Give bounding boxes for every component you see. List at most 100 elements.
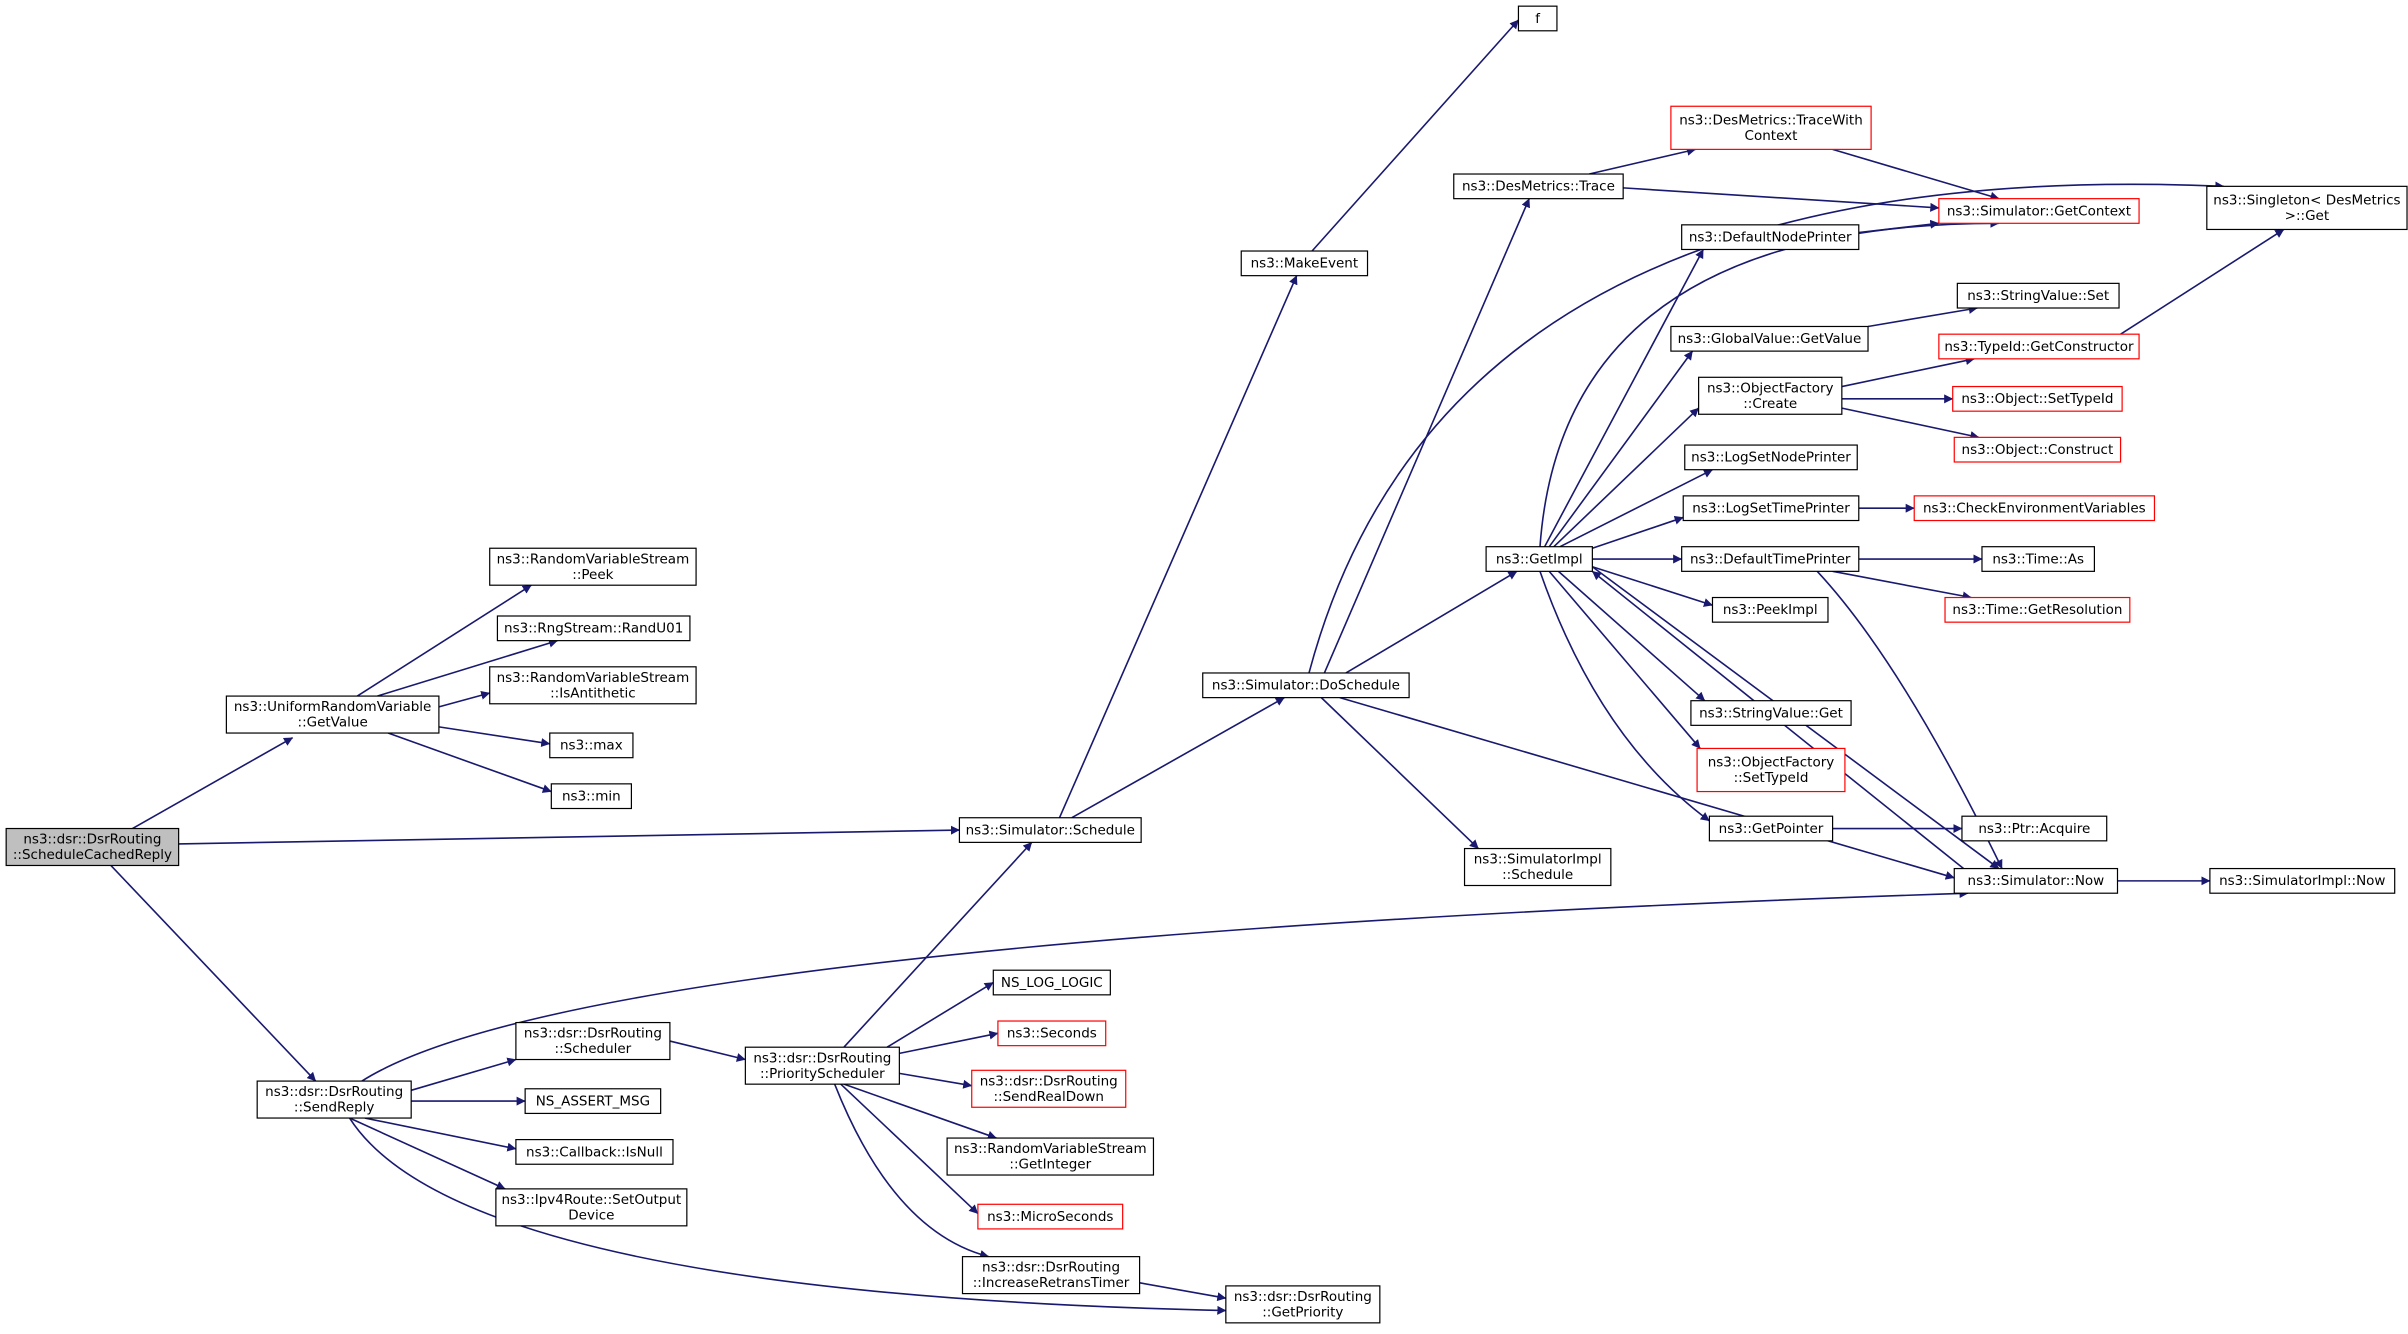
node-label: ns3::TypeId::GetConstructor (1944, 339, 2134, 355)
node-box (1517, 5, 1558, 32)
node-defTimePr[interactable]: ns3::DefaultTimePrinter (1681, 546, 1860, 572)
node-label: ns3::Callback::IsNull (526, 1144, 663, 1160)
node-box (549, 732, 634, 759)
node-timeAs[interactable]: ns3::Time::As (1981, 546, 2095, 572)
node-implNow[interactable]: ns3::SimulatorImpl::Now (2209, 867, 2396, 894)
node-gvGet[interactable]: ns3::GlobalValue::GetValue (1670, 325, 1869, 352)
node-label: ns3::DesMetrics::Trace (1462, 179, 1615, 195)
node-label: ns3::MicroSeconds (987, 1209, 1113, 1225)
node-box (515, 1138, 674, 1165)
node-getCtor[interactable]: ns3::TypeId::GetConstructor (1938, 333, 2140, 360)
node-implSched[interactable]: ns3::SimulatorImpl::Schedule (1463, 847, 1612, 887)
edge-line (1548, 350, 1694, 548)
node-getPriority[interactable]: ns3::dsr::DsrRouting::GetPriority (1225, 1285, 1381, 1324)
node-sendReply[interactable]: ns3::dsr::DsrRouting::SendReply (256, 1080, 412, 1119)
node-getContext[interactable]: ns3::Simulator::GetContext (1938, 198, 2140, 224)
edge-line (1311, 19, 1520, 252)
edge-line (361, 888, 1969, 1082)
node-objConstruct[interactable]: ns3::Object::Construct (1953, 436, 2122, 463)
edge-root-to-urvGet (132, 736, 293, 830)
edge-ofCreate-to-getCtor (1841, 356, 1975, 388)
node-defNodePr[interactable]: ns3::DefaultNodePrinter (1681, 224, 1860, 251)
node-box (495, 1188, 688, 1227)
node-incRetrans[interactable]: ns3::dsr::DsrRouting::IncreaseRetransTim… (961, 1256, 1141, 1295)
node-label: Context (1745, 128, 1798, 144)
node-box (1453, 173, 1624, 200)
node-randU01[interactable]: ns3::RngStream::RandU01 (496, 615, 691, 642)
node-logNodePr[interactable]: ns3::LogSetNodePrinter (1684, 444, 1858, 471)
node-peekImpl[interactable]: ns3::PeekImpl (1711, 596, 1829, 623)
edge-line (899, 1072, 973, 1089)
node-min[interactable]: ns3::min (550, 783, 633, 810)
node-label: ::IncreaseRetransTimer (973, 1275, 1130, 1291)
node-urvGet[interactable]: ns3::UniformRandomVariable::GetValue (225, 695, 440, 734)
node-cbNull[interactable]: ns3::Callback::IsNull (515, 1138, 674, 1165)
node-desTrace[interactable]: ns3::DesMetrics::Trace (1453, 173, 1624, 200)
node-doSchedule[interactable]: ns3::Simulator::DoSchedule (1202, 672, 1410, 699)
node-makeEvent[interactable]: ns3::MakeEvent (1240, 250, 1369, 277)
edge-line (438, 726, 551, 747)
node-ofCreate[interactable]: ns3::ObjectFactory::Create (1698, 376, 1843, 415)
node-logLogic[interactable]: NS_LOG_LOGIC (992, 969, 1111, 996)
node-label: ns3::UniformRandomVariable (234, 699, 432, 715)
node-box (1696, 747, 1846, 793)
node-label: ns3::ObjectFactory (1708, 755, 1835, 771)
edge-prioSched-to-seconds (899, 1030, 999, 1055)
node-label: ::SendRealDown (994, 1089, 1104, 1105)
node-label: ns3::StringValue::Set (1967, 288, 2109, 304)
edge-line (840, 1083, 979, 1215)
edge-prioSched-to-getInteger (843, 1083, 997, 1140)
edge-getImpl-to-logNodePr (1559, 468, 1713, 548)
node-schedule[interactable]: ns3::Simulator::Schedule (958, 817, 1142, 843)
node-sendRealDown[interactable]: ns3::dsr::DsrRouting::SendRealDown (971, 1069, 1127, 1108)
node-singleton[interactable]: ns3::Singleton< DesMetrics>::Get (2206, 185, 2408, 231)
node-getInteger[interactable]: ns3::RandomVariableStream::GetInteger (946, 1137, 1155, 1176)
node-objSetTid[interactable]: ns3::Object::SetTypeId (1952, 385, 2123, 412)
node-label: f (1535, 11, 1541, 27)
node-box (1956, 282, 2120, 309)
node-ptrAcquire[interactable]: ns3::Ptr::Acquire (1961, 815, 2108, 842)
node-microSec[interactable]: ns3::MicroSeconds (977, 1203, 1124, 1230)
edge-sendReply-to-setOut (349, 1117, 506, 1190)
edge-line (1589, 146, 1696, 175)
edge-line (1623, 187, 1940, 212)
node-f[interactable]: f (1517, 5, 1558, 32)
edge-line (1308, 181, 2225, 674)
node-simNow[interactable]: ns3::Simulator::Now (1953, 867, 2119, 894)
node-prioSched[interactable]: ns3::dsr::DsrRouting::PriorityScheduler (744, 1046, 900, 1085)
node-getPointer[interactable]: ns3::GetPointer (1708, 815, 1834, 842)
edge-line (1832, 148, 2000, 201)
node-box (2206, 185, 2408, 231)
edge-prioSched-to-incRetrans (833, 1083, 990, 1259)
edge-getImpl-to-logTimePr (1592, 515, 1684, 549)
node-box (489, 547, 697, 586)
node-checkEnv[interactable]: ns3::CheckEnvironmentVariables (1913, 495, 2156, 522)
node-label: ns3::dsr::DsrRouting (980, 1073, 1118, 1089)
edge-line (1553, 407, 1700, 548)
node-getRes[interactable]: ns3::Time::GetResolution (1944, 596, 2131, 623)
edge-urvGet-to-rvsPeek (356, 584, 532, 697)
node-label: ns3::LogSetTimePrinter (1692, 501, 1850, 517)
node-label: ns3::dsr::DsrRouting (23, 832, 161, 848)
node-svSet[interactable]: ns3::StringValue::Set (1956, 282, 2120, 309)
edge-defTimePr-to-getRes (1832, 570, 1972, 601)
node-dsrSched[interactable]: ns3::dsr::DsrRouting::Scheduler (515, 1021, 671, 1061)
node-ofSetTid[interactable]: ns3::ObjectFactory::SetTypeId (1696, 747, 1846, 793)
edge-doSchedule-to-implSched (1320, 697, 1479, 850)
node-rvsPeek[interactable]: ns3::RandomVariableStream::Peek (489, 547, 697, 586)
node-assertMsg[interactable]: NS_ASSERT_MSG (524, 1088, 662, 1115)
node-label: ns3::CheckEnvironmentVariables (1923, 501, 2146, 517)
node-isAnti[interactable]: ns3::RandomVariableStream::IsAntithetic (489, 666, 697, 705)
node-box (1682, 495, 1860, 522)
node-label: ::ScheduleCachedReply (13, 847, 172, 863)
edge-line (1841, 407, 1980, 440)
node-box (1913, 495, 2156, 522)
node-getImpl[interactable]: ns3::GetImpl (1485, 546, 1593, 572)
node-logTimePr[interactable]: ns3::LogSetTimePrinter (1682, 495, 1860, 522)
node-max[interactable]: ns3::max (549, 732, 634, 759)
node-seconds[interactable]: ns3::Seconds (997, 1020, 1107, 1047)
node-svGet[interactable]: ns3::StringValue::Get (1690, 700, 1852, 726)
node-label: ::GetValue (298, 715, 368, 731)
